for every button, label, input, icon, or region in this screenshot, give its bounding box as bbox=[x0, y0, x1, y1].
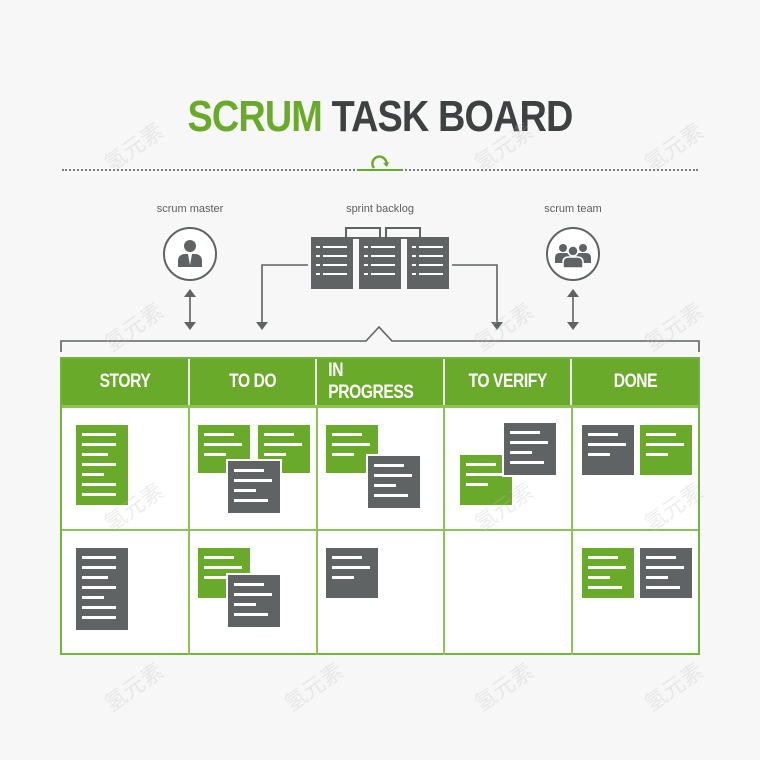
column-to-do: TO DO bbox=[190, 359, 318, 405]
title-task-board: TASK BOARD bbox=[331, 92, 574, 141]
column-story: STORY bbox=[62, 359, 190, 405]
task-card bbox=[638, 423, 694, 477]
sprint-backlog-label: sprint backlog bbox=[346, 203, 414, 215]
task-card bbox=[502, 421, 558, 477]
task-card bbox=[366, 454, 422, 510]
scrum-team-icon bbox=[546, 227, 600, 281]
task-board: STORY TO DO IN PROGRESS TO VERIFY DONE bbox=[60, 357, 700, 655]
story-card bbox=[74, 423, 130, 507]
column-to-verify: TO VERIFY bbox=[445, 359, 573, 405]
story-card bbox=[74, 546, 130, 632]
cycle-icon-wrap bbox=[358, 155, 402, 173]
scrum-master-icon bbox=[163, 227, 217, 281]
task-card bbox=[196, 423, 252, 475]
task-card bbox=[458, 453, 514, 507]
task-card bbox=[226, 573, 282, 629]
task-card bbox=[580, 546, 636, 600]
task-card bbox=[226, 459, 282, 515]
header-divider bbox=[62, 405, 698, 408]
sprint-backlog-icon bbox=[311, 227, 449, 289]
title-scrum: SCRUM bbox=[187, 92, 323, 141]
board-title: SCRUM TASK BOARD bbox=[53, 92, 707, 142]
row-divider bbox=[62, 529, 698, 531]
scrum-team-label: scrum team bbox=[544, 203, 602, 215]
column-in-progress: IN PROGRESS bbox=[317, 359, 445, 405]
task-card bbox=[580, 423, 636, 477]
scrum-master-label: scrum master bbox=[156, 203, 224, 215]
cycle-icon bbox=[358, 155, 402, 171]
task-card bbox=[638, 546, 694, 600]
column-done: DONE bbox=[613, 371, 657, 392]
board-header: STORY TO DO IN PROGRESS TO VERIFY DONE bbox=[62, 359, 698, 405]
task-card bbox=[324, 546, 380, 600]
